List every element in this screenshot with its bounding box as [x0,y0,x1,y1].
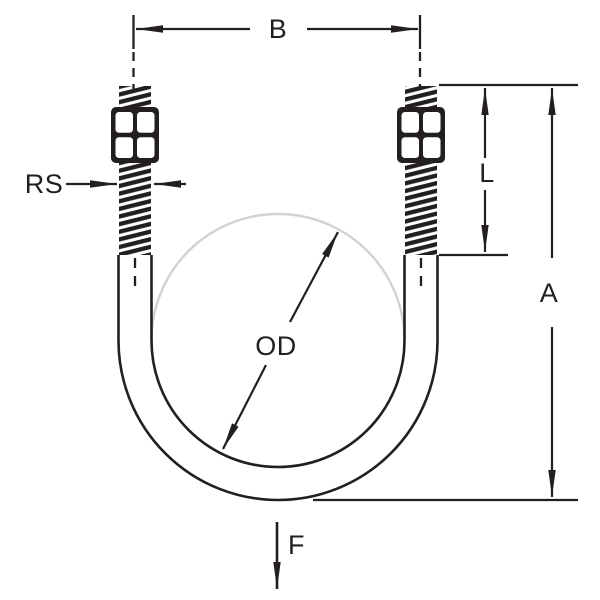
dim-b-label: B [269,14,288,44]
left-thread-length [119,162,151,255]
dim-l-label: L [479,158,495,188]
reference-lines [313,83,578,502]
force-label: F [288,530,305,560]
u-bolt-inner-edge [150,255,406,469]
centerlines [132,15,423,286]
right-thread-length [405,162,437,255]
left-thread-stub [119,86,151,107]
dim-od-down-arrow [222,364,267,450]
dim-a-label: A [540,278,559,308]
u-bolt-outer-edge [117,255,439,502]
dim-od-label: OD [255,331,297,361]
left-hex-nut [111,107,159,163]
dim-rs-label: RS [25,169,64,199]
right-thread-stub [405,86,437,107]
dim-od-up-arrow [289,231,339,323]
u-bolt-body [117,255,439,502]
right-hex-nut [397,107,445,163]
threaded-sections [119,86,437,255]
dim-od [222,231,339,450]
